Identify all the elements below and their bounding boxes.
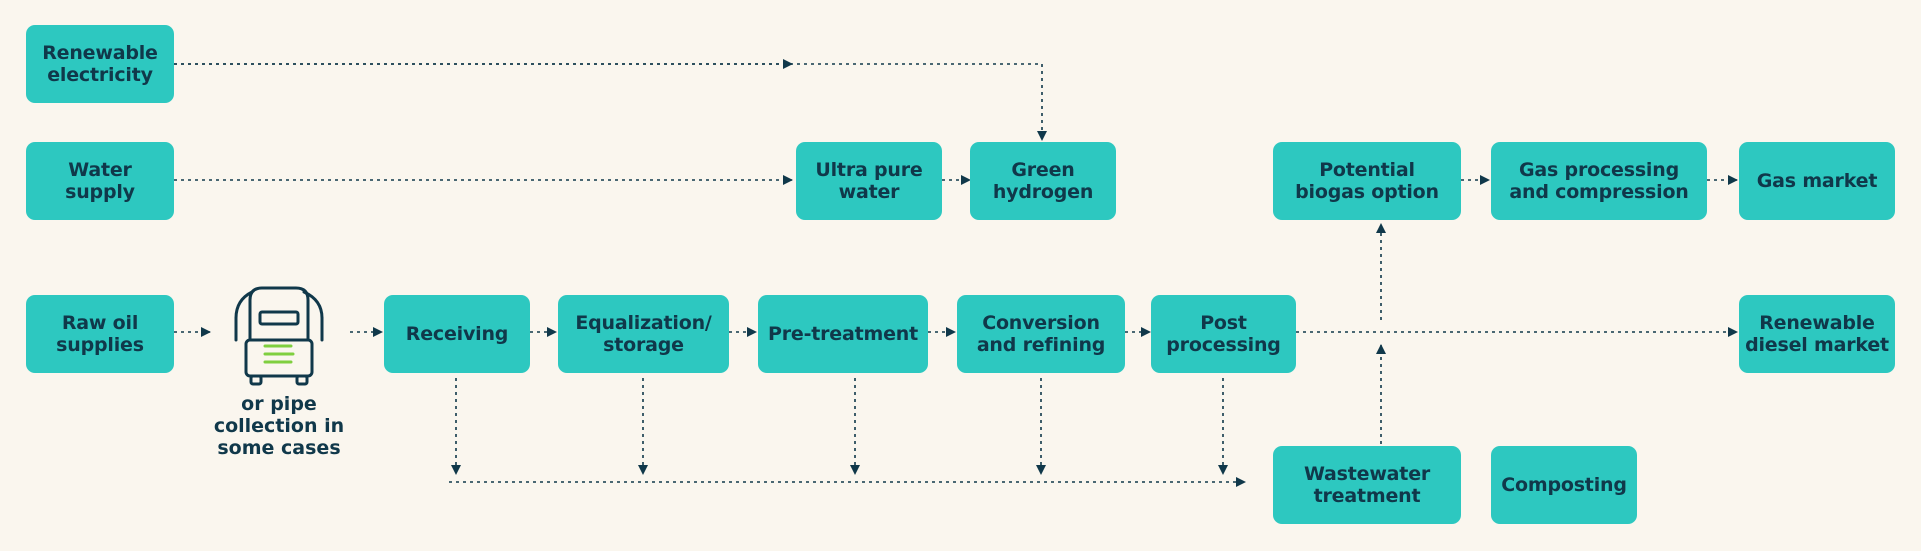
node-water-supply: Water supply — [26, 142, 174, 220]
node-renewable-electricity: Renewable electricity — [26, 25, 174, 103]
node-renewable-diesel-market: Renewable diesel market — [1739, 295, 1895, 373]
truck-caption: or pipe collection in some cases — [213, 393, 345, 459]
node-gas-processing: Gas processing and compression — [1491, 142, 1707, 220]
node-gas-market: Gas market — [1739, 142, 1895, 220]
node-equalization-storage: Equalization/ storage — [558, 295, 729, 373]
node-pre-treatment: Pre-treatment — [758, 295, 928, 373]
node-composting: Composting — [1491, 446, 1637, 524]
node-potential-biogas-option: Potential biogas option — [1273, 142, 1461, 220]
node-post-processing: Post processing — [1151, 295, 1296, 373]
truck-icon — [234, 286, 324, 386]
node-receiving: Receiving — [384, 295, 530, 373]
edge-electricity-to-hydrogen — [174, 63, 1047, 141]
node-wastewater-treatment: Wastewater treatment — [1273, 446, 1461, 524]
node-raw-oil-supplies: Raw oil supplies — [26, 295, 174, 373]
node-green-hydrogen: Green hydrogen — [970, 142, 1116, 220]
node-ultra-pure-water: Ultra pure water — [796, 142, 942, 220]
node-conversion-refining: Conversion and refining — [957, 295, 1125, 373]
